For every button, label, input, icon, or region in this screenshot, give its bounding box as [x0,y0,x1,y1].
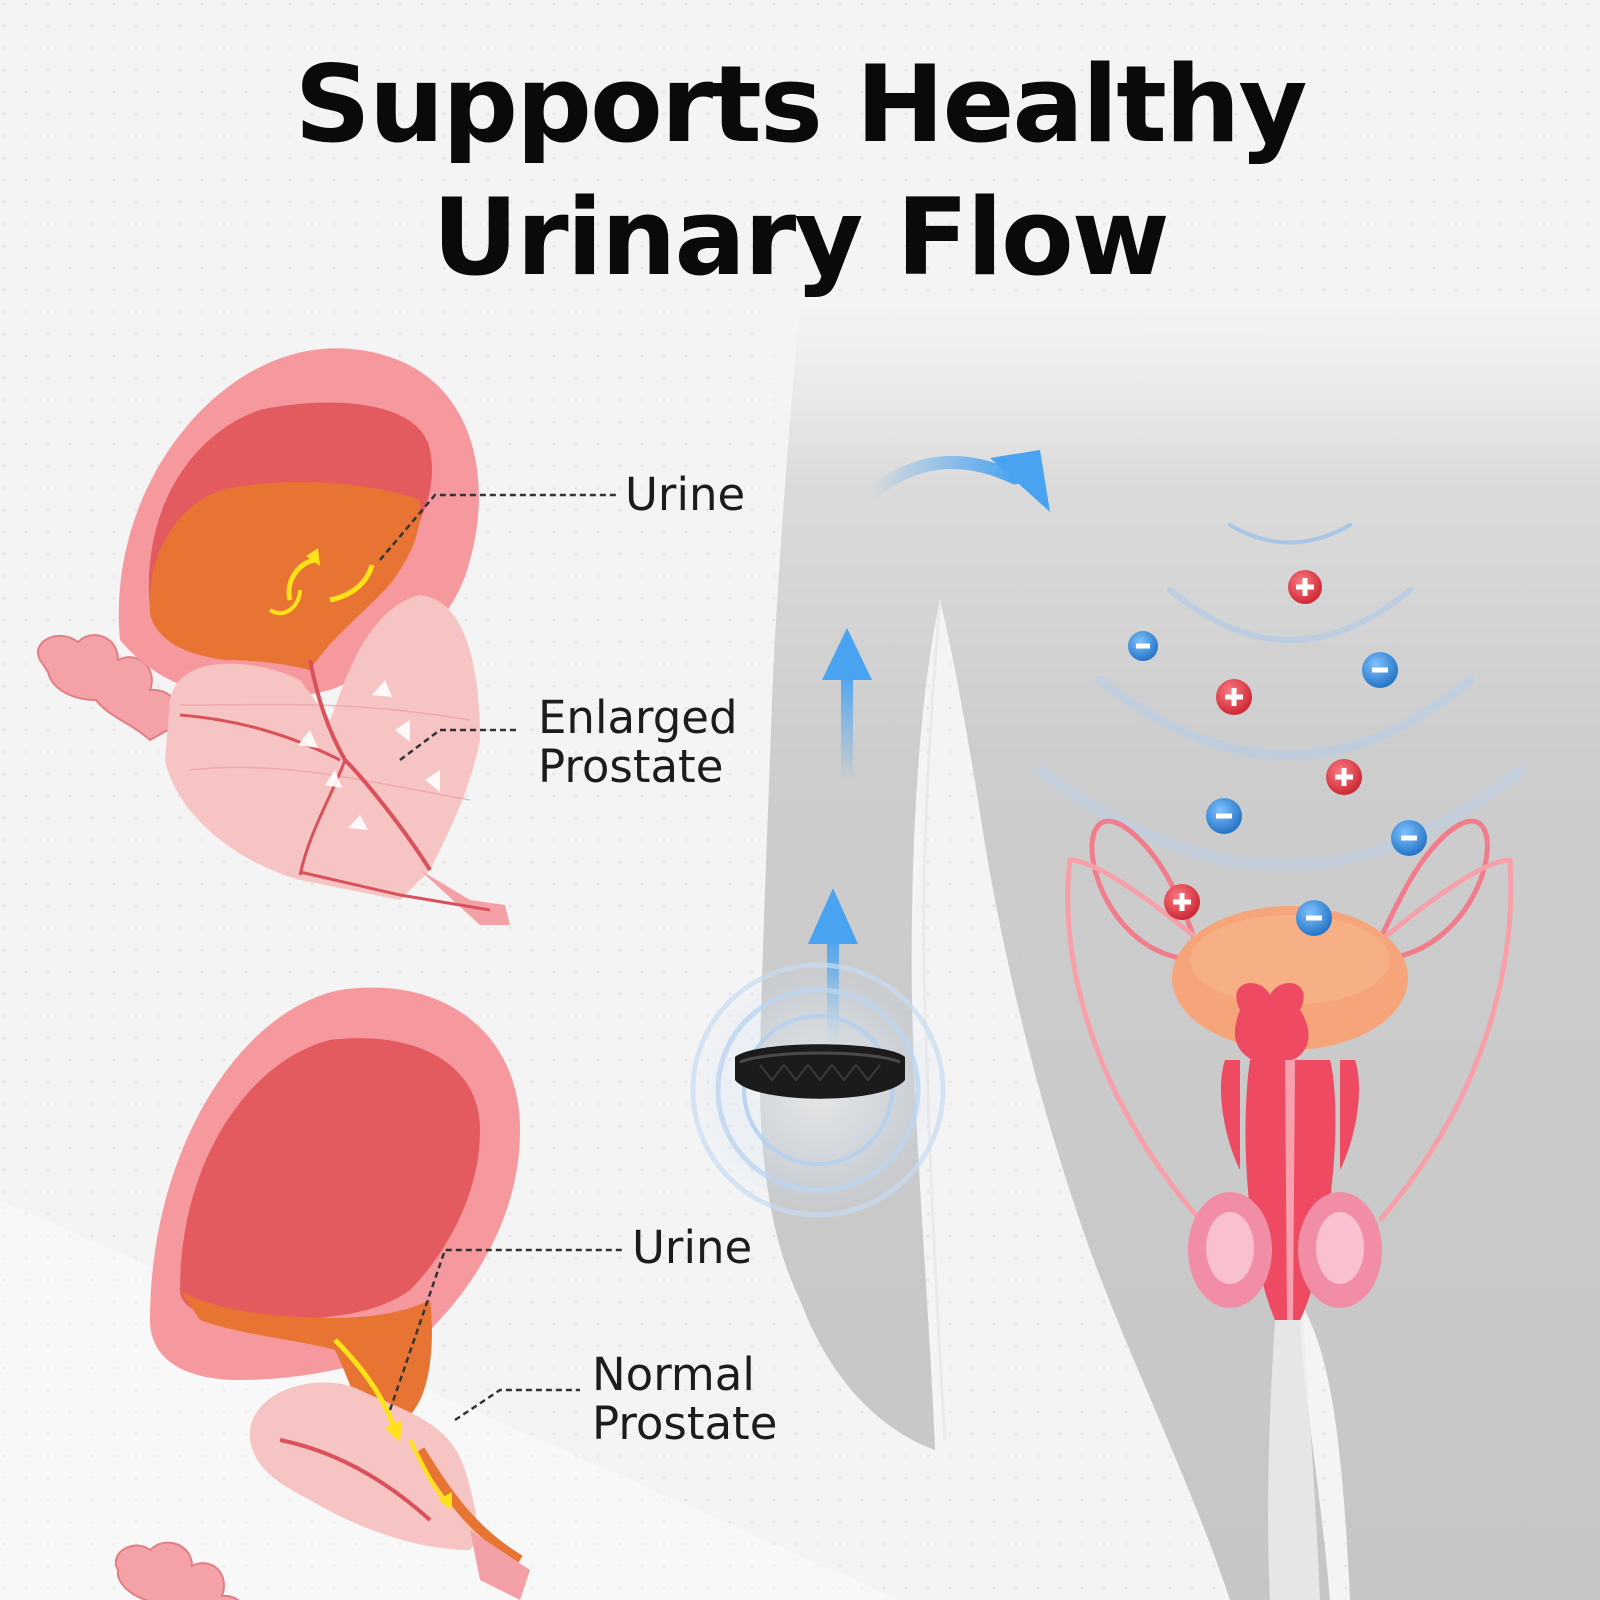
negative-ion [1391,820,1427,856]
label-normal-line2: Prostate [592,1397,778,1450]
label-urine-enlarged: Urine [625,468,746,521]
ring-with-waves [690,962,946,1218]
energy-waves [1034,523,1526,871]
positive-ion [1326,759,1362,795]
body-silhouette [759,300,1600,1600]
upward-arrow-upper [822,628,872,780]
leader-lines-normal [388,1248,625,1422]
negative-ion [1128,631,1158,661]
negative-ion [1296,900,1332,936]
positive-ion [1164,884,1200,920]
label-normal-line1: Normal [592,1348,755,1401]
leader-lines-enlarged [379,493,617,761]
page-title-line1: Supports Healthy [294,43,1307,166]
normal-prostate-diagram [114,987,530,1600]
enlarged-prostate-diagram [37,348,510,925]
positive-ion [1216,679,1252,715]
label-enlarged-line1: Enlarged [538,691,738,744]
curved-arrow [863,450,1050,512]
negative-ion [1206,798,1242,834]
black-ring [735,1044,905,1099]
ion-particles [1128,570,1427,936]
positive-ion [1288,570,1322,604]
label-enlarged-line2: Prostate [538,740,724,793]
negative-ion [1362,652,1398,688]
page-title-line2: Urinary Flow [432,176,1169,299]
label-urine-normal: Urine [632,1221,753,1274]
urine-pool-enlarged [149,481,421,670]
reproductive-anatomy [1065,818,1514,1320]
